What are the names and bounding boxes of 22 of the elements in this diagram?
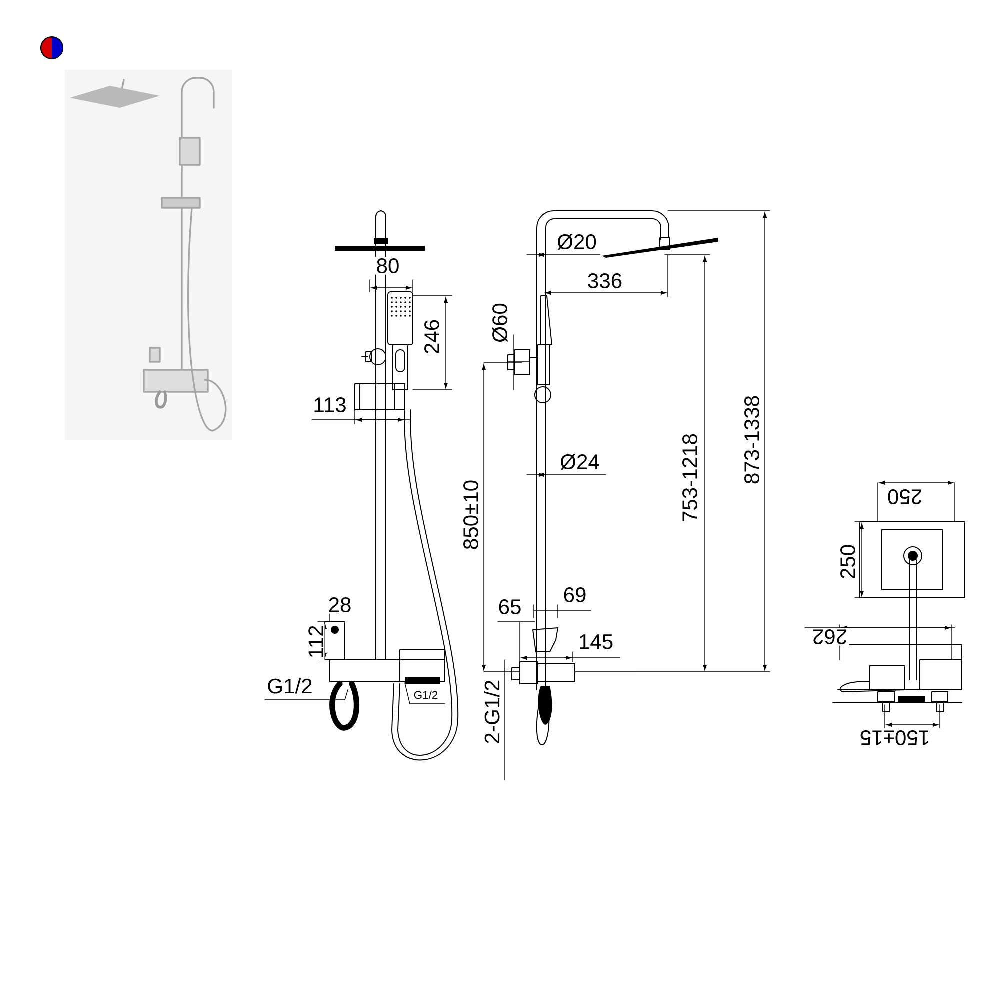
dimension-label: 80 — [374, 257, 402, 275]
dimension-label: 336 — [586, 272, 624, 290]
dimension-label: 246 — [423, 318, 441, 356]
dimension-label: 2-G1/2 — [482, 678, 502, 746]
dimension-label: Ø24 — [558, 452, 602, 472]
dimension-label: 69 — [562, 586, 588, 604]
dimension-label: G1/2 — [412, 689, 440, 701]
dimension-label: Ø60 — [490, 302, 510, 344]
dimension-label: 850±10 — [462, 478, 480, 552]
dimension-label: 262 — [811, 628, 849, 646]
dimension-label: 113 — [312, 396, 348, 414]
dimension-label: 150±15 — [858, 729, 932, 747]
dimension-label: Ø20 — [556, 232, 598, 252]
dimension-label: 753-1218 — [681, 432, 699, 524]
dimension-label: 65 — [496, 598, 524, 616]
dimension-label: 873-1338 — [743, 394, 761, 486]
dimension-label: 250 — [839, 543, 857, 581]
dimension-label: 145 — [577, 633, 615, 651]
dimension-label: G1/2 — [266, 676, 314, 696]
dimension-label: 28 — [326, 596, 354, 614]
dimension-label: 112 — [307, 624, 325, 660]
dimension-label: 250 — [886, 488, 924, 506]
